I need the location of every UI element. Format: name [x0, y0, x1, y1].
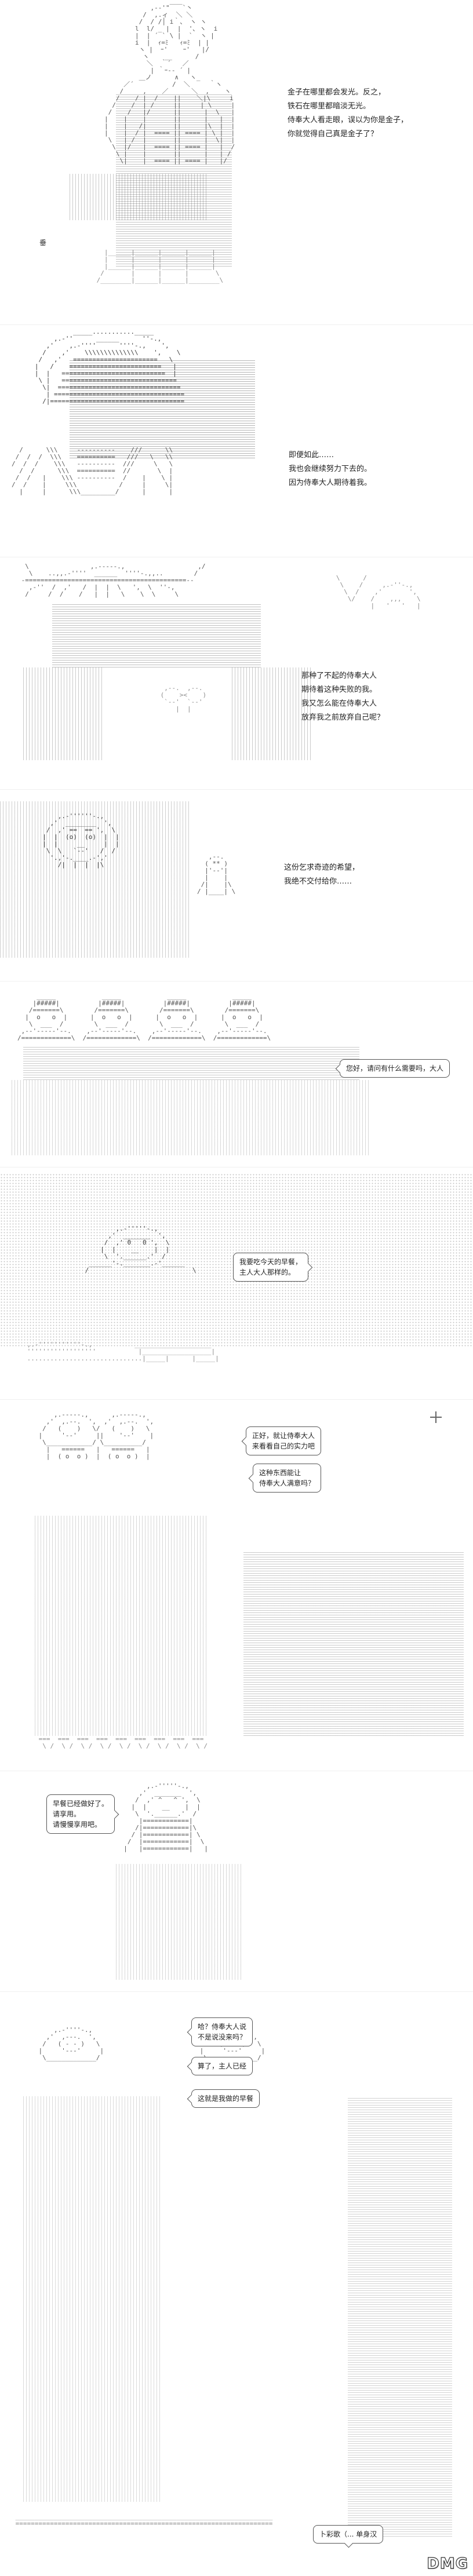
- panel-4: ,.-''''''-., ,' ________ ', / ,' == == '…: [0, 790, 473, 981]
- ascii-art-arms: / \\\ ---------- /// \\ / / / \\\ ======…: [12, 446, 173, 495]
- speech-bubble: 这种东西能让 侍奉大人满意吗？: [253, 1464, 322, 1493]
- ascii-art-figure-close: ,.-''''''-., ,' ________ ', / ,' == == '…: [42, 812, 119, 869]
- shading-figure-right: [348, 2096, 452, 2537]
- shading-sleeve: [23, 667, 104, 760]
- panel-divider: [0, 789, 473, 790]
- panel-7: ,.-----., ,.-----., ,' ,.--. ', ,' ,.--.…: [0, 1400, 473, 1771]
- panel-1: ,-‐'"￣￣`丶 / ,.ィ ＼ ＼ / / /│ i｀、 ヽ ヽ l l/ …: [0, 0, 473, 324]
- speech-line: 这种东西能让: [259, 1469, 301, 1477]
- ascii-art-maid-leaning: ,.-----., ,.-----., ,' ,.--. ', ,' ,.--.…: [38, 1411, 154, 1460]
- narration-line: 期待着这种失败的我。: [301, 685, 377, 694]
- speech-bubble: 算了，主人已经: [191, 2057, 253, 2075]
- panel-3: \ ,.-----., ,/ \ ..,,.-'''' ______ ''''-…: [0, 557, 473, 789]
- shading-background: [0, 801, 191, 958]
- shading-arm: [70, 174, 209, 220]
- shading-maids: [23, 1045, 359, 1080]
- ascii-art-dress-frills: === === === === === === === === === \ / …: [38, 1735, 208, 1750]
- narration-line: 这份乞求奇迹的希望，: [284, 863, 360, 872]
- panel-divider: [0, 324, 473, 325]
- speech-bubble: 卜彩歌（... 单身汉: [313, 2525, 384, 2544]
- ascii-art-figure-bowing: _____..........._____ ,.-'' ______ ''-.,…: [34, 328, 184, 405]
- speech-line: 哈？侍奉大人说: [198, 2023, 247, 2031]
- narration-line: 我也会继续努力下去的。: [289, 465, 372, 473]
- watermark-logo: DMG: [427, 2555, 468, 2573]
- speech-line: 请享用。: [53, 1810, 81, 1818]
- shading-dress: [116, 1864, 243, 1980]
- ascii-art-maid-serving: ,.-'''''-., ,' _______ ', / ,' ^ ^ ', \ …: [123, 1782, 208, 1852]
- narration-text: 金子在哪里都会发光。反之， 铁石在哪里都暗淡无光。 侍奉大人看走眼，误以为你是金…: [288, 86, 408, 141]
- ascii-art-figure-side: ,--. ( ** ) |'--'| | | /| |\ / |____| \: [197, 853, 236, 895]
- speech-line: 这就是我做的早餐: [198, 2095, 254, 2103]
- speech-line: 不是说没来吗？: [198, 2033, 247, 2041]
- narration-line: 我绝不交付给你……: [284, 877, 352, 886]
- speech-line: 请慢慢享用吧。: [53, 1820, 102, 1829]
- sparkle-icon: [430, 1411, 442, 1423]
- narration-line: 放弃我之前放弃自己呢？: [301, 713, 385, 722]
- narration-line: 侍奉大人看走眼，误以为你是金子，: [288, 116, 409, 125]
- narration-line: 金子在哪里都会发光。反之，: [288, 88, 386, 97]
- narration-line: 即便如此……: [289, 451, 334, 459]
- ascii-art-lower-lines: ,.-'''''''''''-., ____________________ '…: [27, 1341, 219, 1362]
- speech-bubble: 我要吃今天的早餐， 主人大人那样的。: [233, 1253, 309, 1282]
- panel-divider: [0, 1991, 473, 1992]
- sound-effect-text: 垂: [39, 239, 47, 247]
- narration-line: 因为侍奉大人期待着我。: [289, 479, 372, 487]
- narration-line: 那种了不起的侍奉大人: [301, 672, 377, 680]
- narration-text: 这份乞求奇迹的希望， 我绝不交付给你……: [284, 861, 359, 889]
- panel-2: _____..........._____ ,.-'' ______ ''-.,…: [0, 325, 473, 557]
- shading-sleeve: [232, 667, 313, 760]
- speech-line: 侍奉大人满意吗？: [259, 1479, 315, 1487]
- ascii-art-skirt: |______|______|______|______| | | | | | …: [96, 249, 224, 284]
- panel-9: ,.-''''-., ,.-''''-., ,' ,---. ', ,' ,--…: [0, 1992, 473, 2576]
- shading-lower: [12, 1080, 371, 1155]
- speech-line: 主人大人那样的。: [239, 1268, 296, 1276]
- ascii-art-maid-headdress: \ ,.-----., ,/ \ ..,,.-'''' ______ ''''-…: [21, 563, 206, 598]
- speech-bubble: 这就是我做的早餐: [191, 2089, 260, 2108]
- panel-5: _____ _____ _____ _____ |#####| |#####| …: [0, 981, 473, 1167]
- narration-line: 铁石在哪里都暗淡无光。: [288, 102, 371, 111]
- speech-bubble: 早餐已经做好了。 请享用。 请慢慢享用吧。: [46, 1794, 115, 1834]
- speech-bubble: 哈？侍奉大人说 不是说没来吗？: [191, 2017, 253, 2046]
- speech-line: 我要吃今天的早餐，: [239, 1258, 303, 1266]
- speech-line: 正好，就让侍奉大人: [252, 1432, 315, 1440]
- shading-dress: [35, 1516, 209, 1736]
- narration-text: 即便如此…… 我也会继续努力下去的。 因为侍奉大人期待着我。: [289, 448, 372, 490]
- narration-line: 你就觉得自己真是金子了？: [288, 130, 379, 138]
- narration-text: 那种了不起的侍奉大人 期待着这种失败的我。 我又怎么能在侍奉大人 放弃我之前放弃…: [301, 669, 384, 725]
- ascii-art-figure-standing: ,-‐'"￣￣`丶 / ,.ィ ＼ ＼ / / /│ i｀、 ヽ ヽ l l/ …: [104, 4, 235, 165]
- shading-dress-right: [243, 1550, 464, 1736]
- speech-line: 卜彩歌（... 单身汉: [319, 2530, 377, 2538]
- speech-line: 来看看自己的实力吧: [252, 1442, 315, 1450]
- shading-figure-left: [23, 2096, 162, 2502]
- ascii-art-right-hair: \ / \ / ,.-''-., \ / ,' ', \/ / ,,, \ | …: [336, 574, 421, 610]
- ascii-art-bow: ,--. ,--. ( >< ) `--' `--' | |: [160, 684, 207, 713]
- speech-bubble: 正好，就让侍奉大人 来看看自己的实力吧: [246, 1426, 322, 1455]
- speech-line: 您好，请问有什么需要吗，大人: [346, 1064, 444, 1072]
- speech-line: 算了，主人已经: [198, 2062, 247, 2070]
- speech-line: 早餐已经做好了。: [53, 1800, 109, 1808]
- ascii-art-master-figure: ,.-'''''-., ,' _______ ', / ,' 0 0 ', \ …: [85, 1225, 197, 1274]
- shading-body: [116, 93, 232, 267]
- panel-8: ,.-'''''-., ,' _______ ', / ,' ^ ^ ', \ …: [0, 1771, 473, 1991]
- narration-line: 我又怎么能在侍奉大人: [301, 699, 377, 708]
- shading-head: [70, 360, 255, 458]
- panel-divider: [0, 1399, 473, 1400]
- speech-bubble: 您好，请问有什么需要吗，大人: [340, 1059, 450, 1078]
- shading-hair: [52, 604, 261, 667]
- ascii-art-maids-row: _____ _____ _____ _____ |#####| |#####| …: [17, 993, 271, 1042]
- panel-6: ,.-'''''-., ,' _______ ', / ,' 0 0 ', \ …: [0, 1167, 473, 1399]
- ascii-art-ground: ________________________________________…: [15, 2513, 273, 2527]
